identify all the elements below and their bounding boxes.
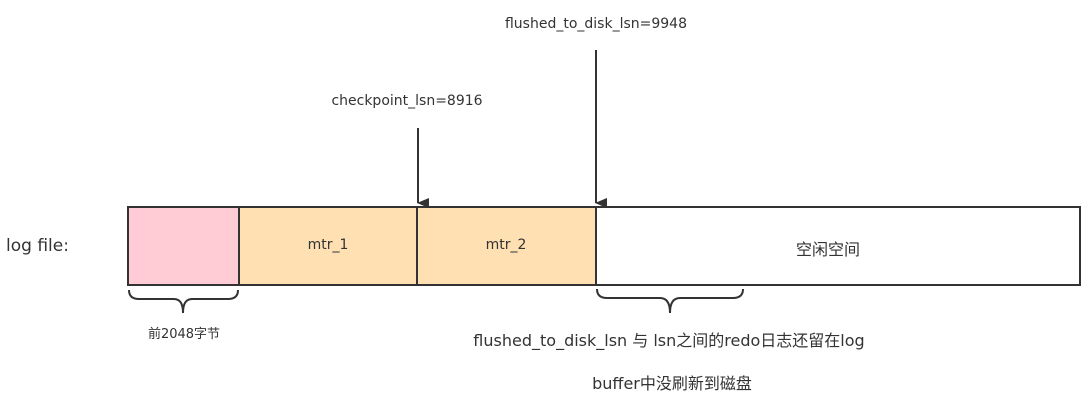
note-line-1: flushed_to_disk_lsn 与 lsn之间的redo日志还留在log	[473, 331, 865, 350]
mtr-2-block	[416, 206, 597, 286]
note-line-2: buffer中没刷新到磁盘	[592, 374, 752, 393]
brace-unflushed	[596, 288, 744, 314]
header-2048-block	[127, 206, 240, 286]
mtr-1-label: mtr_1	[307, 237, 349, 253]
mtr-2-label: mtr_2	[485, 237, 527, 253]
free-space-block	[595, 206, 1081, 286]
log-file-label: log file:	[6, 236, 69, 256]
checkpoint-lsn-label: checkpoint_lsn=8916	[331, 93, 483, 109]
mtr-1-block	[238, 206, 418, 286]
free-space-label: 空闲空间	[795, 240, 861, 259]
first-2048-bytes-label: 前2048字节	[147, 327, 221, 342]
flushed-to-disk-lsn-label: flushed_to_disk_lsn=9948	[504, 16, 688, 32]
brace-first-2048	[128, 289, 239, 314]
